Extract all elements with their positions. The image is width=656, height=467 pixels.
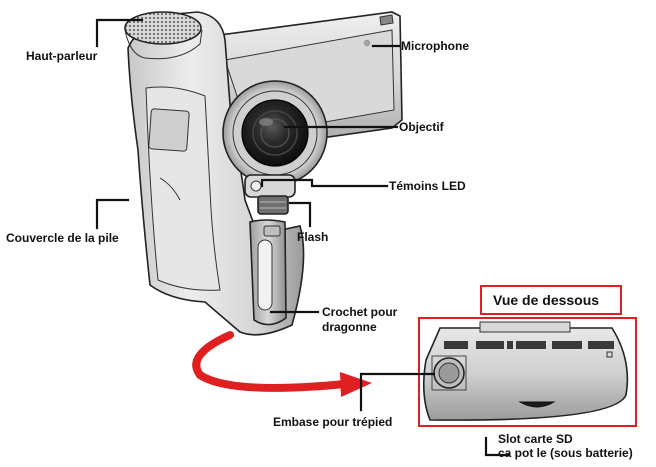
label-flash: Flash bbox=[297, 230, 328, 244]
flash-window bbox=[257, 195, 289, 215]
curved-red-arrow bbox=[192, 331, 349, 392]
bottom-vent-row bbox=[444, 341, 614, 349]
label-lens: Objectif bbox=[399, 120, 445, 134]
label-sd-slot-2: ca pot le (sous batterie) bbox=[498, 446, 633, 460]
sd-card-slot bbox=[518, 401, 556, 408]
bottom-view-panel: Vue de dessous bbox=[418, 285, 637, 427]
microphone-hole-icon bbox=[363, 39, 371, 47]
label-led: Témoins LED bbox=[389, 179, 466, 193]
label-strap-hook-2: dragonne bbox=[322, 320, 377, 334]
label-tripod: Embase pour trépied bbox=[273, 415, 392, 429]
label-sd-slot-1: Slot carte SD bbox=[498, 432, 573, 446]
bottom-view-title-box bbox=[480, 285, 622, 315]
camera-bottom bbox=[422, 327, 629, 421]
leader-lines bbox=[95, 18, 511, 457]
label-speaker: Haut-parleur bbox=[26, 49, 98, 63]
bottom-view-title: Vue de dessous bbox=[493, 292, 599, 308]
labels: Haut-parleur Microphone Objectif Témoins… bbox=[6, 39, 633, 460]
speaker-grill bbox=[124, 11, 202, 45]
label-strap-hook-1: Crochet pour bbox=[322, 305, 398, 319]
label-battery-cover: Couvercle de la pile bbox=[6, 231, 119, 245]
camcorder-front-view bbox=[124, 11, 403, 336]
curved-red-arrow-head bbox=[340, 372, 372, 397]
label-microphone: Microphone bbox=[401, 39, 469, 53]
led-indicator bbox=[250, 180, 262, 192]
